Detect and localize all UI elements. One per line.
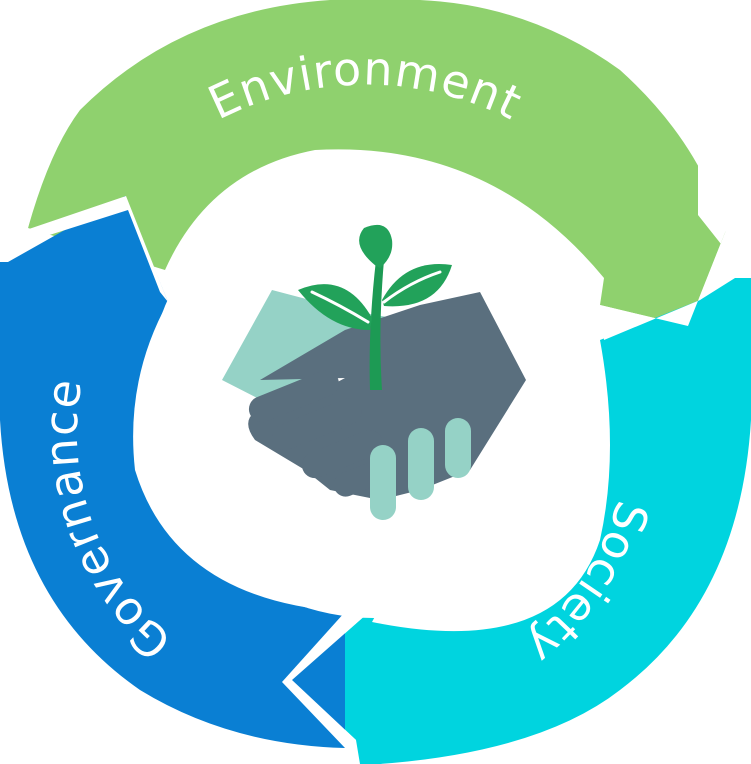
outer-cut-top-left [0,0,330,262]
leaf-left-vein [310,290,370,324]
light-fingers [370,418,471,520]
outer-cut-bottom-left [0,420,345,764]
outer-cut-top-right [420,0,751,278]
leaf-right-vein [382,270,442,304]
handshake-with-sprout-icon [222,224,526,520]
gap-top-left [26,196,168,302]
leaf-top [359,224,393,268]
governance-arrow [0,196,345,748]
gap-right [600,215,740,340]
society-arrow [292,278,751,764]
outer-cut-bottom-right [380,420,751,764]
gap-bottom [282,598,385,748]
sprout-stem [369,260,384,390]
environment-arrow [28,0,732,326]
